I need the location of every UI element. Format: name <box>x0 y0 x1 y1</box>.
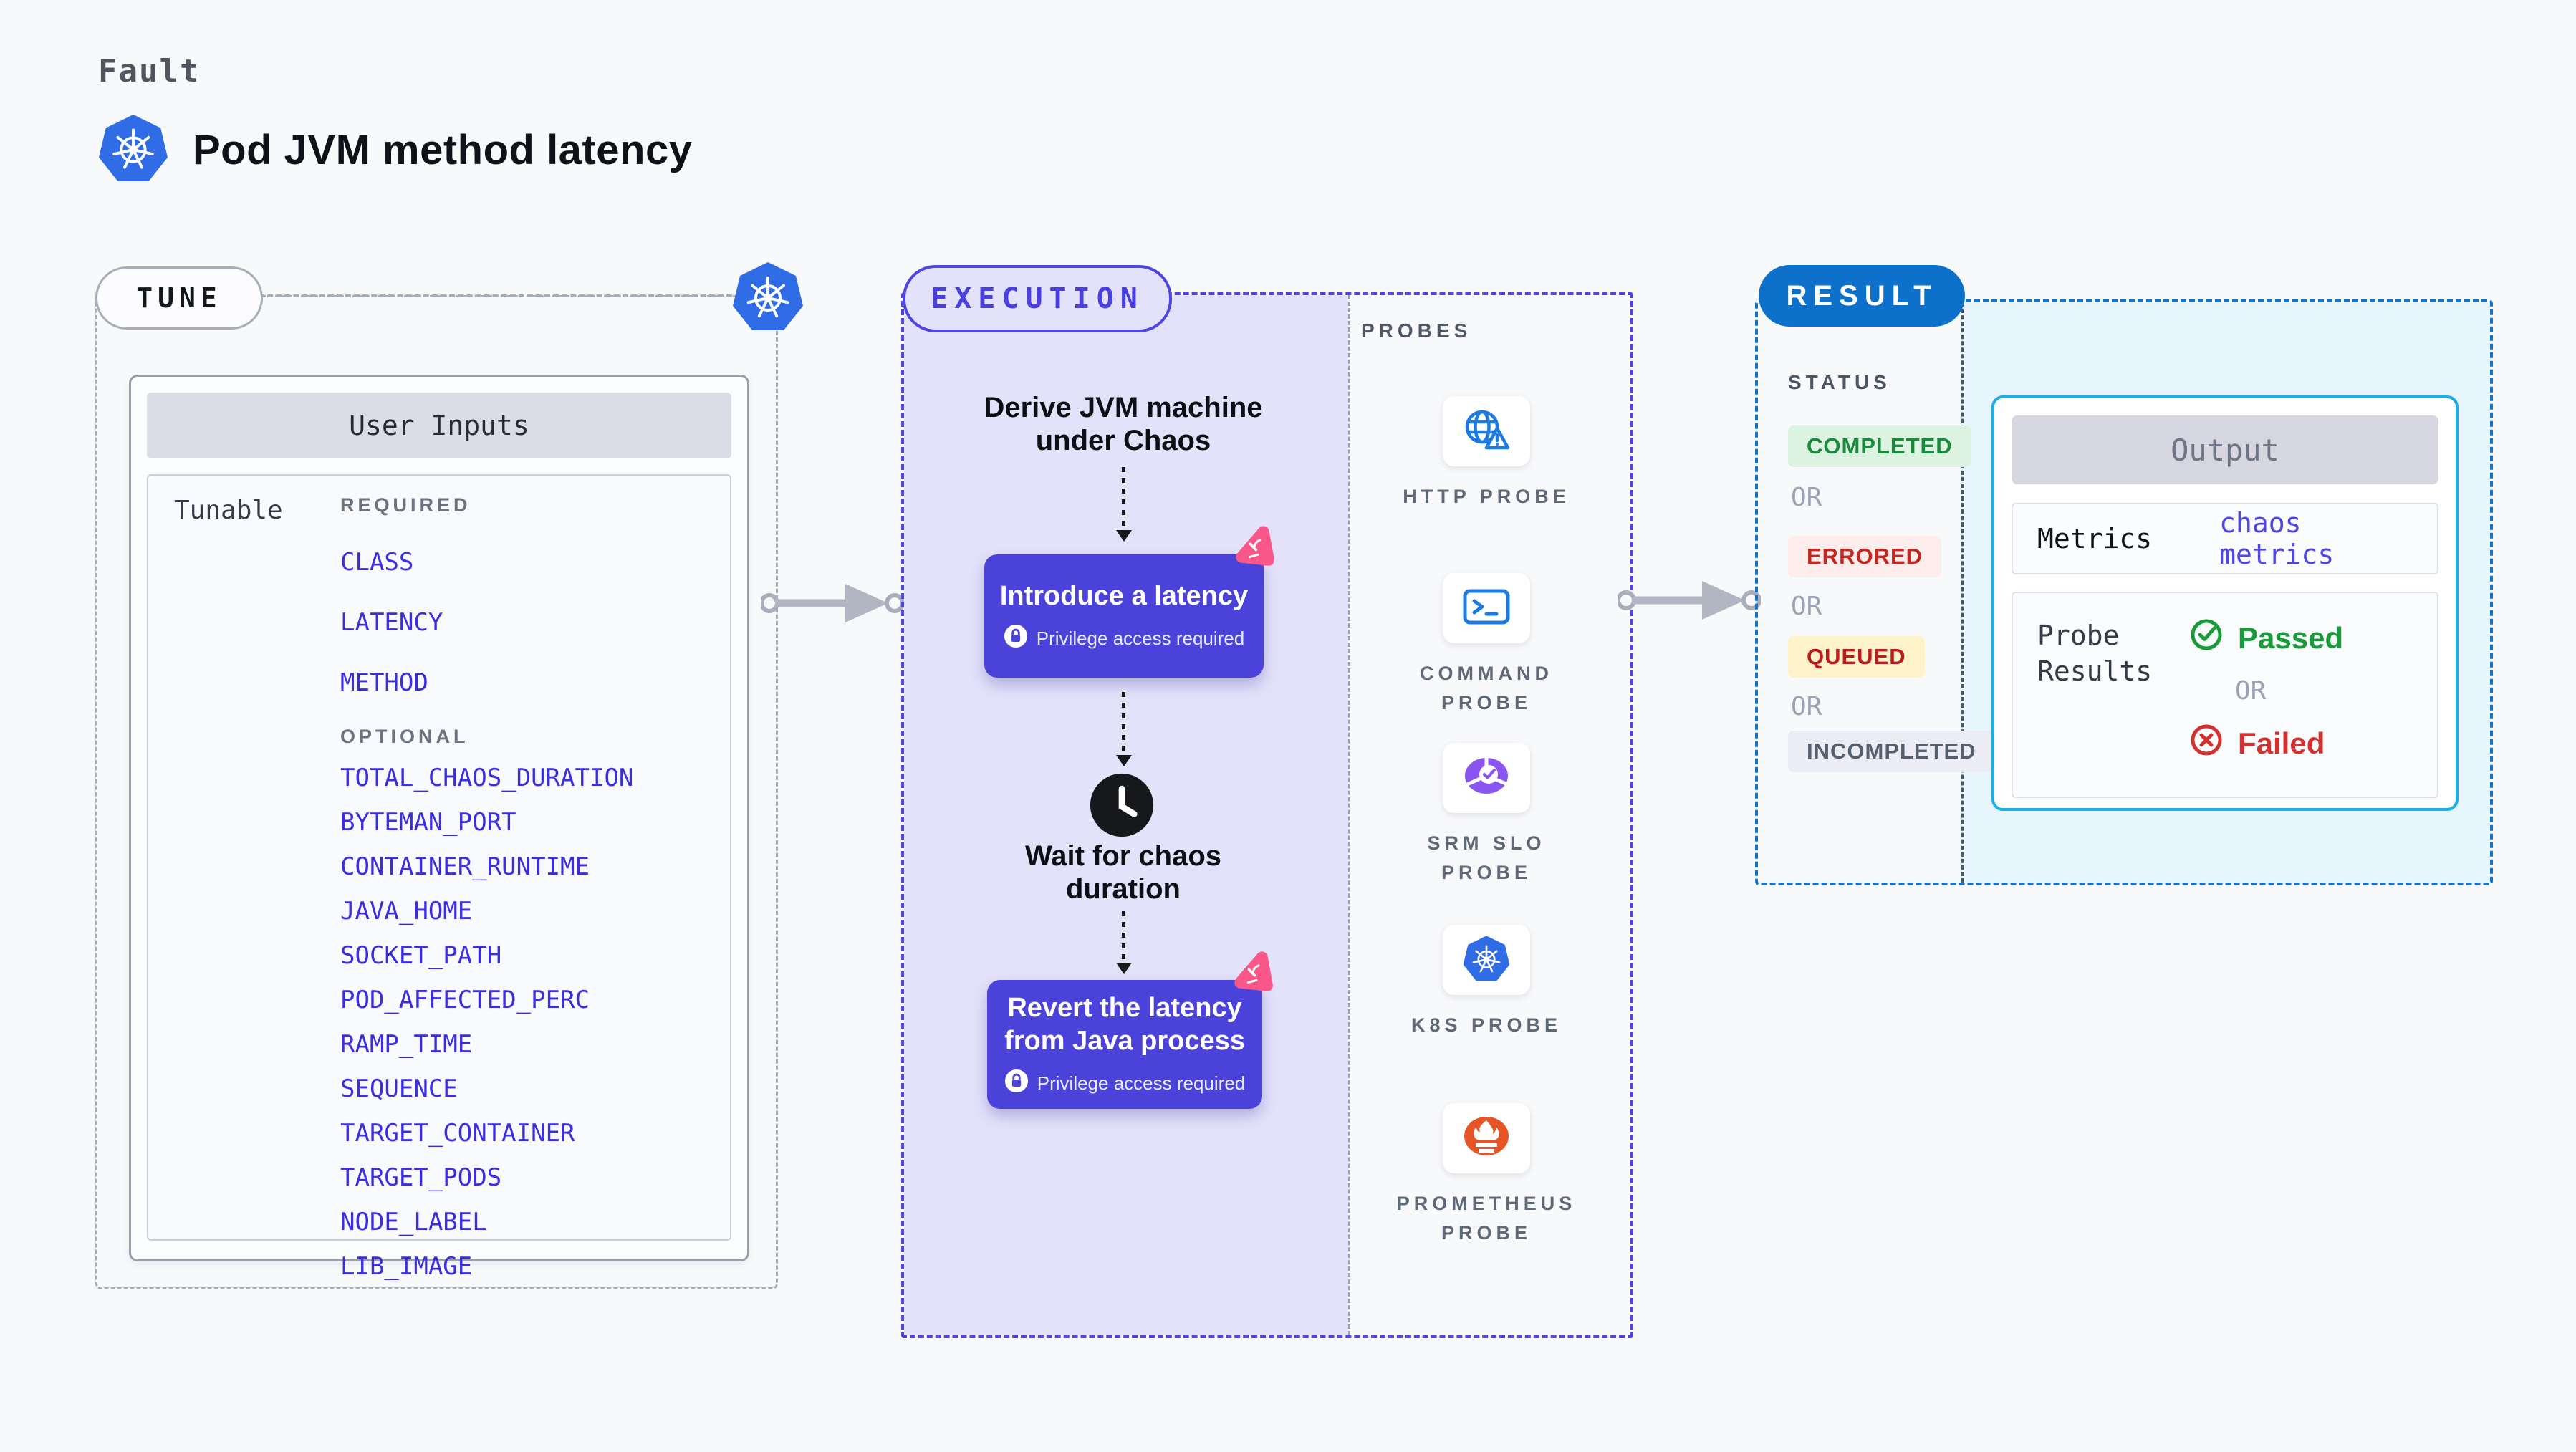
slo-donut-icon <box>1461 755 1512 802</box>
tune-badge: TUNE <box>95 266 263 330</box>
or-label: OR <box>1791 483 1822 512</box>
probe-k8s: K8S PROBE <box>1383 925 1590 1040</box>
probe-label: HTTP PROBE <box>1403 486 1570 507</box>
http-probe-card[interactable] <box>1443 396 1530 466</box>
flow-arrow-down <box>1122 467 1125 539</box>
execution-to-result-arrow <box>1618 575 1761 629</box>
chaos-logo-icon <box>1226 948 1278 1000</box>
chaos-logo-icon <box>1227 522 1279 574</box>
execution-badge: EXECUTION <box>903 265 1172 332</box>
metrics-label: Metrics <box>2037 523 2153 554</box>
revert-latency-node[interactable]: Revert the latency from Java process Pri… <box>987 980 1262 1109</box>
param-link[interactable]: BYTEMAN_PORT <box>340 808 516 837</box>
probe-label: K8S PROBE <box>1410 1014 1562 1036</box>
param-link[interactable]: CONTAINER_RUNTIME <box>340 852 590 881</box>
probe-command: COMMAND PROBE <box>1383 573 1590 718</box>
probes-label: PROBES <box>1361 319 1472 342</box>
clock-icon <box>1089 772 1155 838</box>
page-header: Pod JVM method latency <box>98 113 692 187</box>
output-card: Output Metrics chaos metrics Probe Resul… <box>1991 395 2459 811</box>
tunable-label: Tunable <box>174 496 283 525</box>
tune-connector-line <box>259 294 732 297</box>
status-label: STATUS <box>1788 371 1891 393</box>
param-link[interactable]: TARGET_CONTAINER <box>340 1119 575 1148</box>
probe-srm-slo: SRM SLO PROBE <box>1383 743 1590 888</box>
tunable-panel: Tunable REQUIRED CLASS LATENCY METHOD OP… <box>147 474 731 1281</box>
param-link[interactable]: NODE_LABEL <box>340 1208 487 1236</box>
wait-step-label: Wait for chaos duration <box>1024 840 1222 905</box>
probe-label: SRM SLO PROBE <box>1427 832 1546 883</box>
prometheus-icon <box>1461 1115 1512 1163</box>
command-probe-card[interactable] <box>1443 573 1530 643</box>
derive-step-label: Derive JVM machine under Chaos <box>984 392 1263 456</box>
page-title: Pod JVM method latency <box>193 127 693 173</box>
probe-http: HTTP PROBE <box>1383 396 1590 511</box>
param-link[interactable]: METHOD <box>340 668 428 697</box>
probe-results-row: Probe Results Passed OR Failed <box>2012 592 2438 798</box>
kubernetes-icon <box>1463 935 1510 986</box>
param-link[interactable]: TOTAL_CHAOS_DURATION <box>340 764 634 792</box>
fault-eyebrow: Fault <box>98 53 201 90</box>
introduce-latency-node[interactable]: Introduce a latency Privilege access req… <box>984 554 1264 678</box>
lock-icon <box>1004 1069 1029 1098</box>
lock-icon <box>1004 624 1028 653</box>
passed-label: Passed <box>2238 621 2344 655</box>
privilege-note: Privilege access required <box>1037 1072 1246 1094</box>
param-link[interactable]: LATENCY <box>340 608 443 637</box>
param-link[interactable]: SEQUENCE <box>340 1074 458 1103</box>
failed-label: Failed <box>2238 726 2325 760</box>
kubernetes-icon <box>98 113 168 187</box>
param-link[interactable]: JAVA_HOME <box>340 897 473 925</box>
srm-slo-probe-card[interactable] <box>1443 743 1530 813</box>
probes-divider <box>1348 295 1350 1335</box>
revert-latency-label: Revert the latency from Java process <box>1004 992 1245 1056</box>
flow-arrow-down <box>1122 911 1125 971</box>
globe-alert-icon <box>1461 407 1512 456</box>
user-inputs-title: User Inputs <box>147 393 731 458</box>
or-label: OR <box>1791 692 1822 721</box>
prometheus-probe-card[interactable] <box>1443 1103 1530 1173</box>
introduce-latency-label: Introduce a latency <box>999 580 1249 611</box>
param-link[interactable]: LIB_IMAGE <box>340 1252 473 1281</box>
or-label: OR <box>2235 676 2267 706</box>
required-label: REQUIRED <box>340 494 471 516</box>
or-label: OR <box>1791 592 1822 621</box>
probe-prometheus: PROMETHEUS PROBE <box>1383 1103 1590 1248</box>
tune-to-execution-arrow <box>761 578 904 632</box>
terminal-icon <box>1461 585 1512 632</box>
status-badge-completed: COMPLETED <box>1788 425 1971 467</box>
output-title: Output <box>2012 415 2438 484</box>
result-badge: RESULT <box>1759 265 1965 327</box>
param-link[interactable]: TARGET_PODS <box>340 1163 502 1192</box>
param-link[interactable]: CLASS <box>340 548 414 577</box>
probe-label: COMMAND PROBE <box>1420 663 1553 713</box>
privilege-note: Privilege access required <box>1036 627 1245 649</box>
probe-label: PROMETHEUS PROBE <box>1396 1193 1577 1244</box>
x-circle-icon <box>2189 723 2224 764</box>
check-circle-icon <box>2189 617 2224 659</box>
param-link[interactable]: RAMP_TIME <box>340 1030 473 1059</box>
kubernetes-icon <box>732 261 804 332</box>
status-badge-errored: ERRORED <box>1788 536 1942 577</box>
user-inputs-card: User Inputs Tunable REQUIRED CLASS LATEN… <box>129 375 749 1281</box>
metrics-row: Metrics chaos metrics <box>2012 503 2438 574</box>
flow-arrow-down <box>1122 692 1125 764</box>
metrics-value-link[interactable]: chaos metrics <box>2219 507 2335 570</box>
probe-results-label: Probe Results <box>2037 620 2153 687</box>
optional-label: OPTIONAL <box>340 726 469 747</box>
status-badge-incompleted: INCOMPLETED <box>1788 731 1995 772</box>
k8s-probe-card[interactable] <box>1443 925 1530 995</box>
param-link[interactable]: POD_AFFECTED_PERC <box>340 986 590 1014</box>
status-badge-queued: QUEUED <box>1788 636 1925 678</box>
param-link[interactable]: SOCKET_PATH <box>340 941 502 970</box>
